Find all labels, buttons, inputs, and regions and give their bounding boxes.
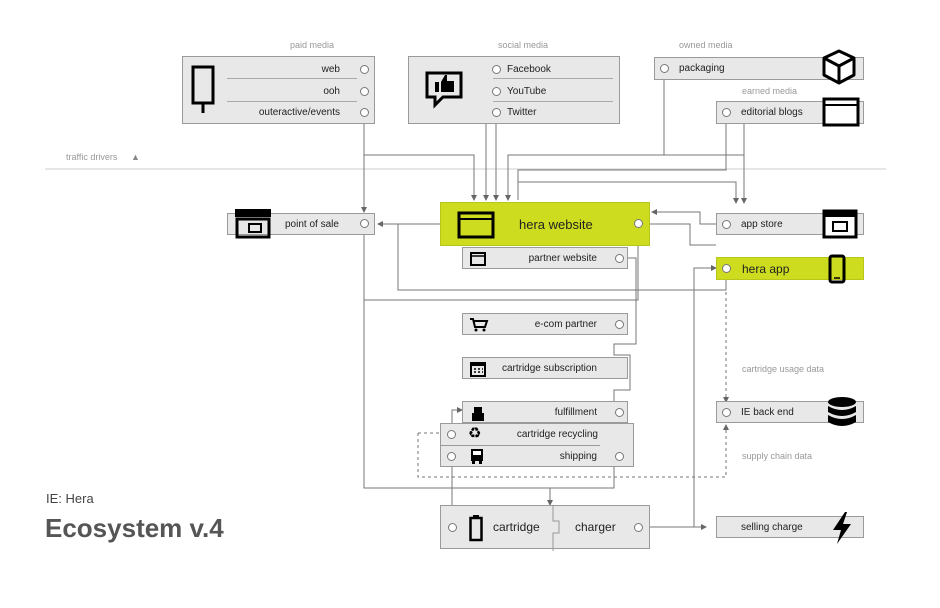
fulfillment-label: fulfillment <box>554 407 597 418</box>
traffic-drivers-label: traffic drivers <box>66 152 118 162</box>
owned-media-label: owned media <box>679 40 733 50</box>
lightning-bolt-icon <box>833 512 851 544</box>
app-store-icon <box>822 209 858 239</box>
paid-media-box: web ooh outeractive/events <box>182 56 375 124</box>
port <box>722 220 731 229</box>
social-media-label: social media <box>498 40 549 50</box>
port <box>634 219 643 228</box>
port <box>492 65 501 74</box>
shipping-row: shipping <box>440 446 630 467</box>
shipping-label: shipping <box>559 451 597 462</box>
port <box>360 87 369 96</box>
cartridge-usage-data-label: cartridge usage data <box>742 364 825 374</box>
cartridge-recycling-row: ♻ cartridge recycling <box>440 424 600 446</box>
truck-icon <box>471 449 483 464</box>
owned-media-box: packaging <box>654 57 864 80</box>
app-store-label: app store <box>741 219 783 230</box>
point-of-sale-label: point of sale <box>285 219 339 230</box>
paid-item-events: outeractive/events <box>258 107 340 118</box>
port <box>492 87 501 96</box>
recycle-icon: ♻ <box>468 424 482 442</box>
supply-chain-data-label: supply chain data <box>742 451 813 461</box>
battery-icon <box>469 515 483 542</box>
paid-item-web: web <box>321 64 340 75</box>
hera-website-box: hera website <box>440 202 650 246</box>
paid-media-label: paid media <box>290 40 335 50</box>
ie-back-end-label: IE back end <box>741 407 794 418</box>
fulfillment-box: fulfillment <box>462 401 628 423</box>
smartphone-icon <box>828 254 846 284</box>
port <box>615 408 624 417</box>
port <box>448 523 457 532</box>
calendar-icon <box>470 362 486 377</box>
social-item-twitter: Twitter <box>507 107 537 118</box>
ecom-partner-box: e-com partner <box>462 313 628 335</box>
selling-charge-box: selling charge <box>716 516 864 538</box>
port <box>634 523 643 532</box>
billboard-icon <box>191 65 215 113</box>
ecom-partner-label: e-com partner <box>534 319 597 330</box>
port <box>360 65 369 74</box>
hera-app-box: hera app <box>716 257 864 280</box>
partner-website-label: partner website <box>528 253 597 264</box>
hera-app-label: hera app <box>742 262 790 276</box>
social-item-youtube: YouTube <box>507 86 547 97</box>
browser-window-icon <box>470 252 486 266</box>
diagram-title: Ecosystem v.4 <box>45 513 224 543</box>
ie-back-end-box: IE back end <box>716 401 864 423</box>
hera-website-label: hera website <box>519 217 593 232</box>
cartridge-label: cartridge <box>493 520 540 534</box>
browser-window-icon <box>822 97 860 127</box>
shopping-cart-icon <box>470 318 489 332</box>
cartridge-subscription-box: cartridge subscription <box>462 357 628 379</box>
port <box>615 254 624 263</box>
cartridge-subscription-label: cartridge subscription <box>501 363 597 374</box>
port <box>722 108 731 117</box>
earned-media-label: earned media <box>742 86 798 96</box>
port <box>360 219 369 228</box>
port <box>360 108 369 117</box>
social-media-box: Facebook YouTube Twitter <box>408 56 620 124</box>
port <box>722 408 731 417</box>
port <box>615 320 624 329</box>
selling-charge-label: selling charge <box>741 522 803 533</box>
diagram-subtitle: IE: Hera <box>46 491 94 506</box>
package-box-icon <box>822 49 856 85</box>
paid-item-ooh: ooh <box>323 86 340 97</box>
earned-item-editorial-blogs: editorial blogs <box>741 107 803 118</box>
stacked-boxes-icon <box>472 407 484 421</box>
database-icon <box>828 397 856 426</box>
port <box>722 264 731 273</box>
social-item-facebook: Facebook <box>507 64 551 75</box>
hardware-box: cartridge charger <box>440 505 650 551</box>
port <box>660 64 669 73</box>
port <box>447 430 456 439</box>
storefront-icon <box>235 209 271 239</box>
thumbs-up-icon <box>425 71 463 109</box>
port <box>492 108 501 117</box>
charger-label: charger <box>575 520 616 534</box>
connector-divider <box>552 505 560 551</box>
owned-item-packaging: packaging <box>679 63 725 74</box>
traffic-drivers-arrow-icon: ▲ <box>131 152 140 162</box>
browser-window-icon <box>457 211 495 239</box>
port <box>615 452 624 461</box>
cartridge-recycling-label: cartridge recycling <box>516 429 598 440</box>
port <box>447 452 456 461</box>
partner-website-box: partner website <box>462 247 628 269</box>
